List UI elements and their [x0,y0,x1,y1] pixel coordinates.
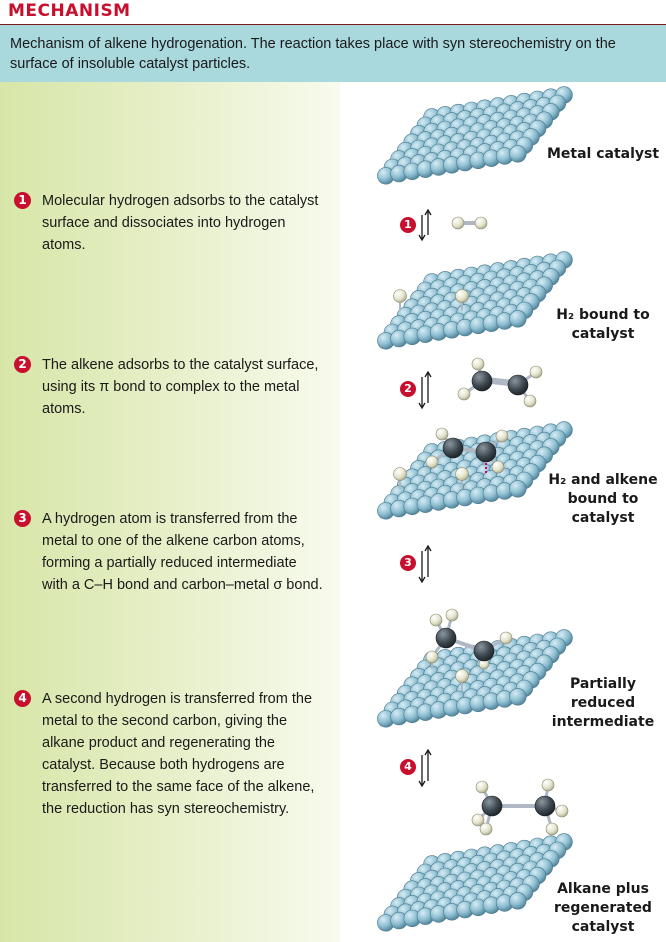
step-4-number: 4 [14,690,31,707]
step-3-number: 3 [14,510,31,527]
molecules [393,216,569,836]
catalyst-plate-2 [377,251,573,350]
step-3-text: A hydrogen atom is transferred from the … [42,511,323,593]
step-3: 3 A hydrogen atom is transferred from th… [14,508,326,596]
catalyst-plate-4 [377,629,573,728]
steps-panel [0,82,340,942]
equilibrium-arrow [418,544,432,584]
mechanism-illustration [377,86,573,932]
header-bar: MECHANISM [0,0,666,25]
step-2: 2 The alkene adsorbs to the catalyst sur… [14,354,326,420]
step-1: 1 Molecular hydrogen adsorbs to the cata… [14,190,326,256]
equilibrium-arrow [418,370,432,410]
label-h2-alkene-bound: H₂ and alkene bound to catalyst [548,472,658,526]
catalyst-plate-5 [377,833,573,932]
catalyst-plate-1 [377,86,573,185]
arrow-step-4-number: 4 [400,759,416,775]
equilibrium-arrow [418,208,432,242]
label-metal-catalyst: Metal catalyst [546,146,660,162]
step-1-number: 1 [14,192,31,209]
step-2-text: The alkene adsorbs to the catalyst surfa… [42,357,319,417]
equilibrium-arrows [418,208,432,788]
caption-box: Mechanism of alkene hydrogenation. The r… [0,25,666,82]
step-4-text: A second hydrogen is transferred from th… [42,691,315,817]
step-4: 4 A second hydrogen is transferred from … [14,688,326,820]
caption-text: Mechanism of alkene hydrogenation. The r… [10,36,616,72]
catalyst-plates [377,86,573,932]
step-1-text: Molecular hydrogen adsorbs to the cataly… [42,193,319,253]
step-2-number: 2 [14,356,31,373]
arrow-step-2-number: 2 [400,381,416,397]
equilibrium-arrow [418,748,432,788]
label-h2-bound: H₂ bound to catalyst [556,307,650,342]
mechanism-title: MECHANISM [8,1,131,21]
label-alkane-regenerated: Alkane plus regenerated catalyst [554,881,652,935]
arrow-step-3-number: 3 [400,555,416,571]
arrow-step-1-number: 1 [400,217,416,233]
label-partially-reduced: Partially reduced intermediate [551,676,655,730]
